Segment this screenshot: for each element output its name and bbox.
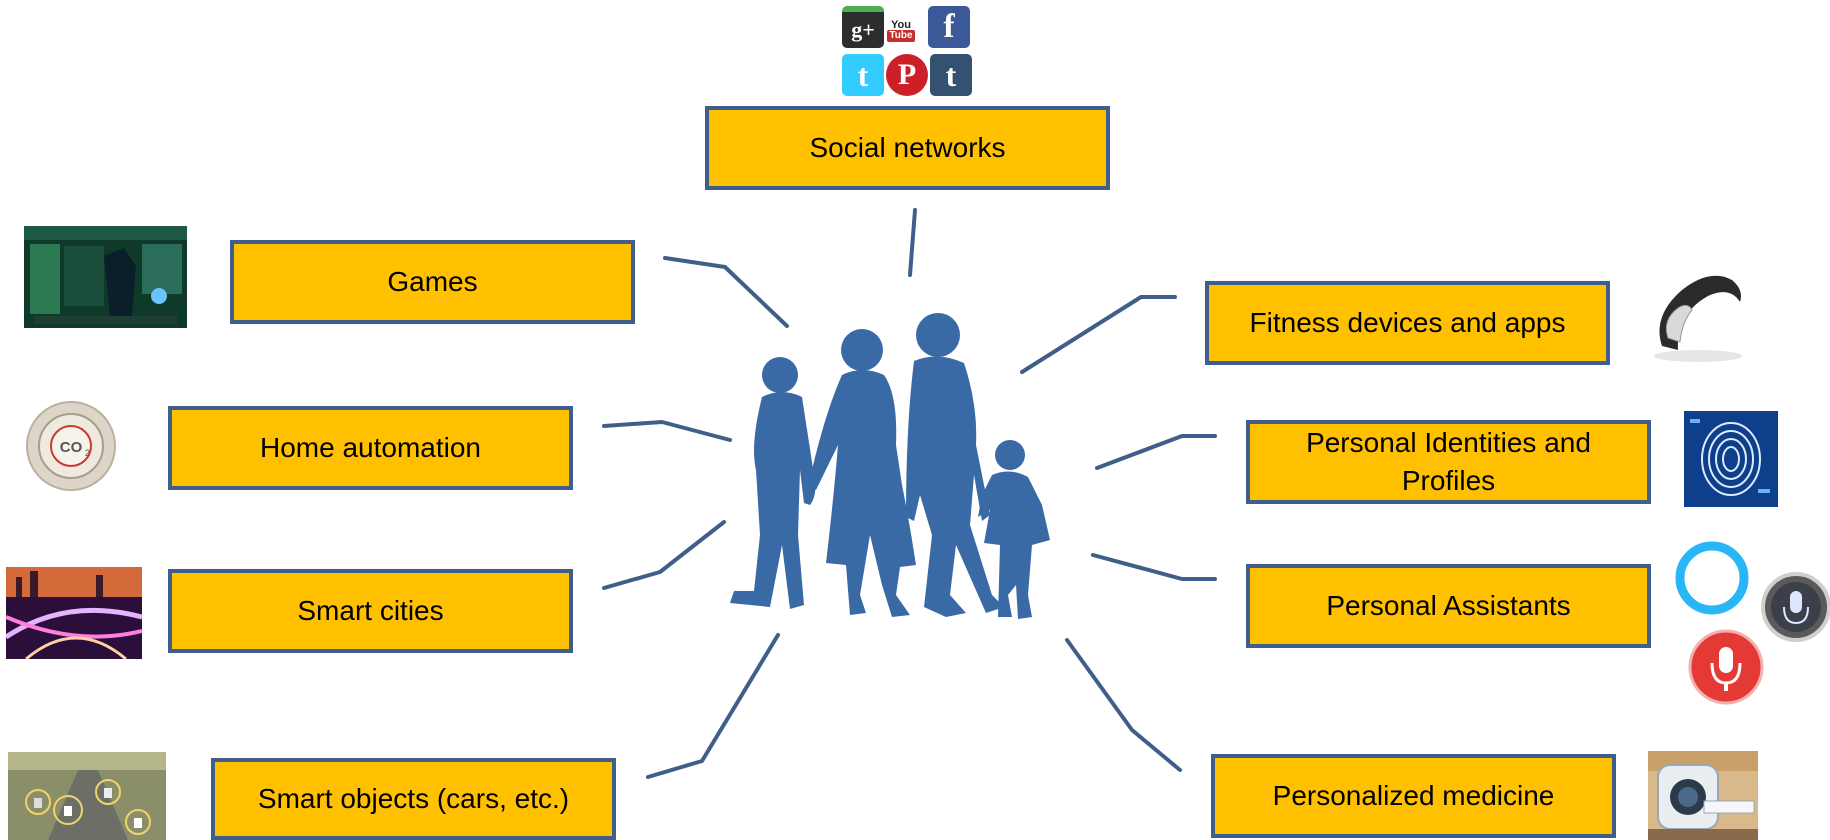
node-label: Smart objects (cars, etc.) (257, 783, 570, 814)
facebook-icon: f (928, 6, 970, 48)
node-label: Social networks (809, 132, 1006, 163)
connector-medicine (1065, 638, 1182, 772)
node-label: Home automation (259, 432, 481, 463)
svg-text:CO: CO (60, 439, 83, 456)
connector-games (663, 256, 789, 328)
family-silhouette-icon (720, 295, 1080, 625)
node-smart-objects: Smart objects (cars, etc.) (211, 758, 616, 840)
connector-smart-objects (646, 633, 780, 779)
connector-fitness (1020, 295, 1177, 374)
node-assistants: Personal Assistants (1246, 564, 1651, 648)
pinterest-icon: P (886, 54, 928, 96)
node-identities: Personal Identities and Profiles (1246, 420, 1651, 504)
node-social-networks: Social networks (705, 106, 1110, 190)
tumblr-icon: t (930, 54, 972, 96)
fingerprint-icon (1684, 411, 1778, 507)
google-plus-icon: g+ (842, 6, 884, 48)
node-label: Smart cities (297, 595, 444, 626)
node-fitness: Fitness devices and apps (1205, 281, 1610, 365)
node-label: Fitness devices and apps (1249, 307, 1566, 338)
node-label: Games (387, 266, 478, 297)
node-label: Personal Identities and Profiles (1306, 427, 1591, 496)
co2-sensor-icon: CO 2 (22, 400, 120, 492)
node-home-automation: Home automation (168, 406, 573, 490)
connector-social-networks (908, 208, 917, 277)
city-night-icon (6, 567, 142, 659)
connector-smart-cities (602, 520, 726, 590)
voice-assistant-icons (1672, 541, 1830, 706)
connector-identities (1095, 434, 1217, 470)
node-label: Personalized medicine (1272, 780, 1555, 811)
connected-cars-icon (8, 752, 166, 840)
node-medicine: Personalized medicine (1211, 754, 1616, 838)
svg-text:2: 2 (85, 448, 90, 458)
node-games: Games (230, 240, 635, 324)
video-game-screenshot-icon (24, 226, 187, 328)
node-smart-cities: Smart cities (168, 569, 573, 653)
fitness-band-icon (1648, 266, 1748, 366)
connector-assistants (1091, 553, 1217, 581)
medical-scanner-icon (1648, 751, 1758, 840)
twitter-icon: t (842, 54, 884, 96)
connector-home-automation (602, 420, 732, 442)
node-label: Personal Assistants (1326, 590, 1571, 621)
